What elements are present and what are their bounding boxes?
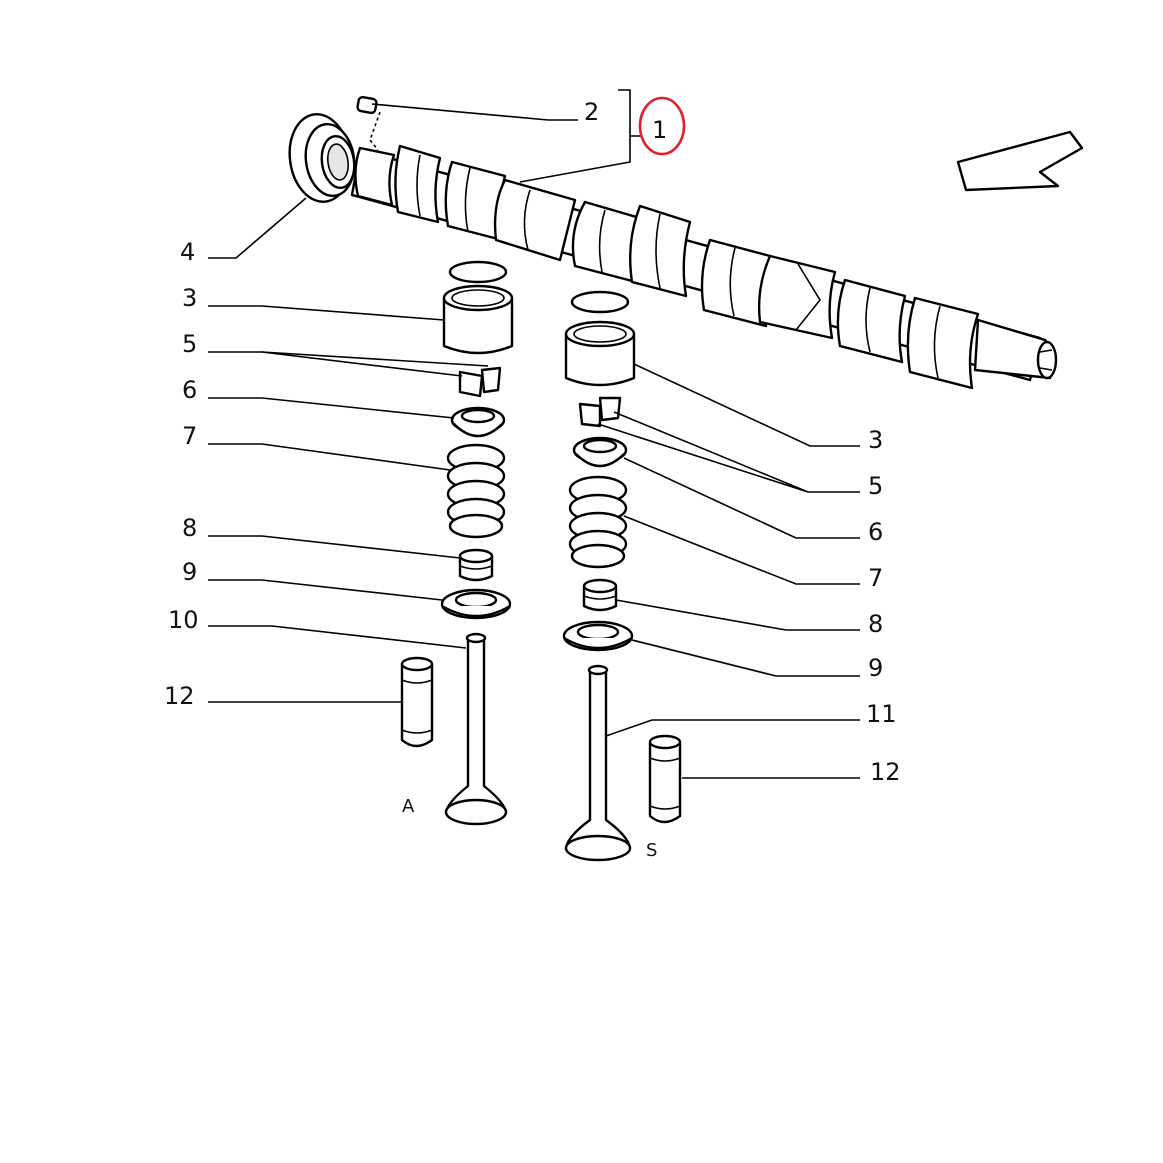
valve-marker-intake: A — [402, 796, 415, 817]
callout-1: 1 — [652, 116, 667, 144]
callout-6-right: 6 — [868, 518, 883, 546]
direction-arrow-icon — [956, 130, 1084, 192]
callout-3-left: 3 — [182, 284, 197, 312]
callout-8-right: 8 — [868, 610, 883, 638]
callout-2: 2 — [584, 98, 599, 126]
valve-marker-exhaust: S — [646, 840, 657, 861]
callout-labels: 1 2 4 3 5 6 7 8 9 10 12 3 5 6 7 8 9 11 1… — [164, 98, 901, 861]
highlight-circle — [638, 96, 686, 156]
callout-7-left: 7 — [182, 422, 197, 450]
callout-6-left: 6 — [182, 376, 197, 404]
callout-3-right: 3 — [868, 426, 883, 454]
callout-10: 10 — [168, 606, 199, 634]
callout-5-left: 5 — [182, 330, 197, 358]
callout-5-right: 5 — [868, 472, 883, 500]
dowel-pin — [356, 95, 381, 151]
callout-7-right: 7 — [868, 564, 883, 592]
callout-9-right: 9 — [868, 654, 883, 682]
camshaft — [350, 144, 1058, 390]
valve-stack-right — [562, 290, 682, 862]
leader-lines — [208, 89, 860, 779]
callout-12-right: 12 — [870, 758, 901, 786]
callout-4: 4 — [180, 238, 195, 266]
oil-seal — [288, 113, 356, 203]
callout-9-left: 9 — [182, 558, 197, 586]
valve-stack-left — [400, 260, 514, 826]
callout-11: 11 — [866, 700, 897, 728]
callout-8-left: 8 — [182, 514, 197, 542]
callout-12-left: 12 — [164, 682, 195, 710]
